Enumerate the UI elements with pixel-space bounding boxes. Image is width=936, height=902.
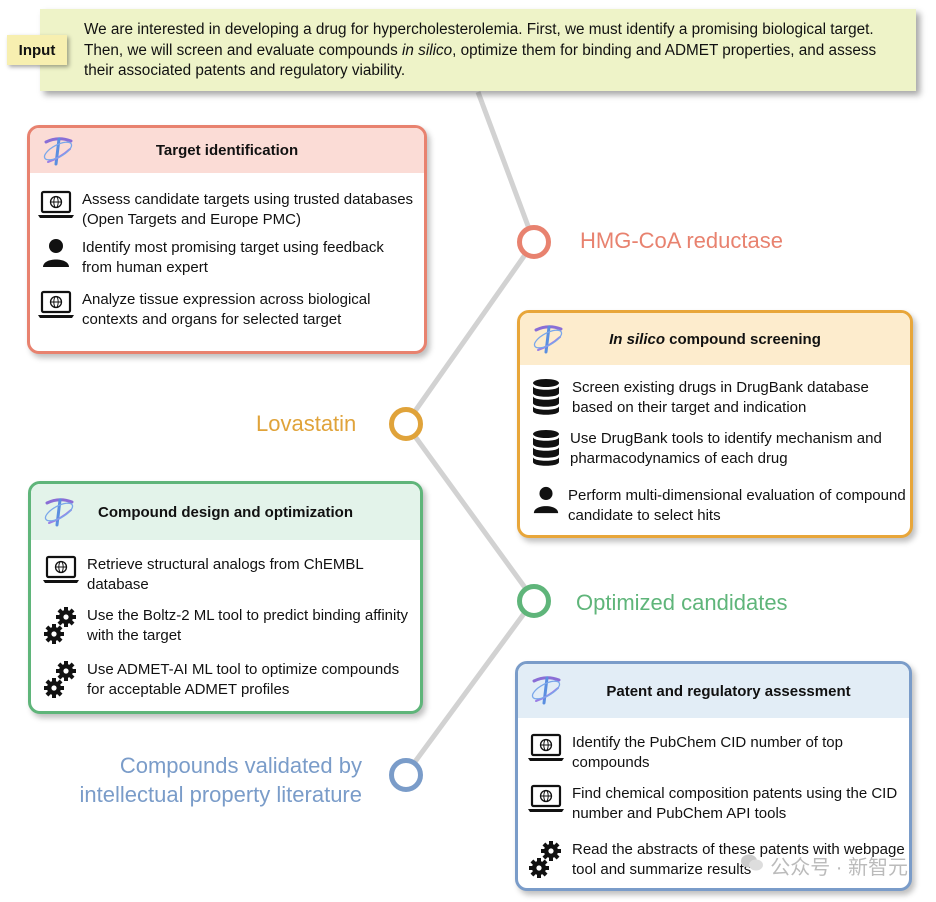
input-prompt-text: We are interested in developing a drug f… (84, 21, 877, 79)
stage-title: In silico compound screening (609, 330, 821, 348)
stage-card-patent-assessment: Patent and regulatory assessment Identif… (515, 661, 912, 891)
milestone-label-optimized: Optimized candidates (576, 590, 788, 615)
stage-title: Target identification (155, 142, 299, 159)
step-read-abstracts: Read the abstracts of these patents with… (526, 840, 906, 880)
laptop-icon (526, 784, 566, 814)
laptop-icon (36, 190, 76, 220)
step-analyze-expression: Analyze tissue expression across biologi… (36, 290, 416, 330)
milestone-circle-optimized (517, 584, 551, 618)
stage-card-compound-design: Compound design and optimization Retriev… (28, 481, 423, 714)
laptop-icon (526, 733, 566, 763)
input-tag: Input (7, 35, 67, 65)
step-retrieve-analogs: Retrieve structural analogs from ChEMBL … (41, 555, 411, 595)
laptop-icon (36, 290, 76, 320)
stage-header: Compound design and optimization (31, 484, 420, 540)
database-icon (526, 429, 566, 467)
milestone-circle-validated (389, 758, 423, 792)
watermark: 公众号 · 新智元 (740, 851, 908, 880)
step-assess-targets: Assess candidate targets using trusted d… (36, 190, 416, 230)
step-screen-drugbank: Screen existing drugs in DrugBank databa… (526, 378, 910, 418)
step-identify-target: Identify most promising target using fee… (36, 238, 416, 278)
input-prompt-box: We are interested in developing a drug f… (40, 9, 916, 91)
laptop-icon (41, 555, 81, 585)
gears-icon (526, 840, 566, 880)
stage-header: In silico compound screening (520, 313, 910, 365)
person-icon (36, 238, 76, 268)
step-boltz2-binding: Use the Boltz-2 ML tool to predict bindi… (41, 606, 411, 646)
stage-card-compound-screening: In silico compound screening Screen exis… (517, 310, 913, 538)
step-admet-ai: Use ADMET-AI ML tool to optimize compoun… (41, 660, 411, 700)
milestone-circle-lovastatin (389, 407, 423, 441)
stage-card-target-identification: Target identification Assess candidate t… (27, 125, 427, 354)
step-drugbank-mechanism: Use DrugBank tools to identify mechanism… (526, 429, 910, 469)
milestone-label-lovastatin: Lovastatin (256, 411, 357, 436)
database-icon (526, 378, 566, 416)
step-find-patents: Find chemical composition patents using … (526, 784, 906, 824)
stage-title: Patent and regulatory assessment (606, 682, 851, 700)
gears-icon (41, 660, 81, 700)
milestone-label-hmg-coa: HMG-CoA reductase (580, 228, 783, 253)
milestone-label-validated: Compounds validated by intellectual prop… (79, 753, 362, 807)
step-pubchem-cid: Identify the PubChem CID number of top c… (526, 733, 906, 773)
stage-header: Target identification (30, 128, 424, 173)
person-icon (526, 486, 566, 514)
stage-title: Compound design and optimization (98, 503, 353, 521)
step-evaluate-candidates: Perform multi-dimensional evaluation of … (526, 486, 910, 526)
milestone-circle-hmg-coa (517, 225, 551, 259)
gears-icon (41, 606, 81, 646)
wechat-icon (740, 853, 764, 879)
stage-header: Patent and regulatory assessment (518, 664, 909, 718)
